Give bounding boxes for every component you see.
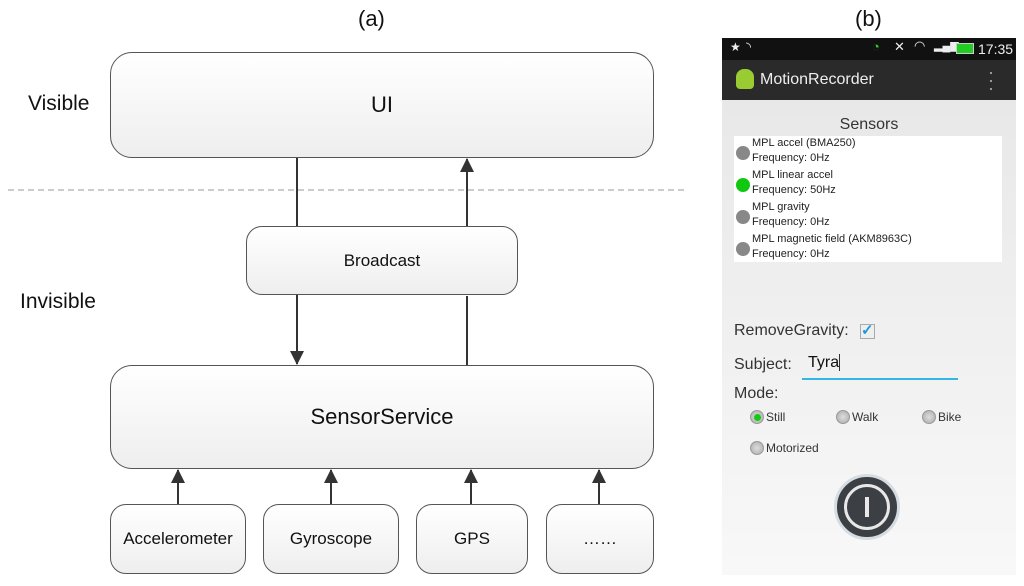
sensor-status-dot	[736, 242, 750, 256]
sensor-name: MPL accel (BMA250)	[752, 136, 1002, 151]
sensor-node: Gyroscope	[263, 504, 399, 574]
sensor-list-item: MPL accel (BMA250)Frequency: 0Hz	[734, 136, 1002, 168]
mode-radio-motorized[interactable]: Motorized	[750, 441, 819, 455]
ui-node-label: UI	[371, 92, 393, 118]
sensor-node-label: Gyroscope	[290, 529, 372, 549]
radio-label: Walk	[852, 410, 878, 424]
sensor-frequency: Frequency: 0Hz	[752, 215, 1002, 230]
wifi-icon: ◠	[914, 38, 925, 54]
sensor-node: GPS	[416, 504, 528, 574]
sensor-node: ……	[546, 504, 654, 574]
sensor-status-dot	[736, 210, 750, 224]
sensor-node: Accelerometer	[110, 504, 246, 574]
sensor-frequency: Frequency: 0Hz	[752, 151, 1002, 166]
radio-icon	[836, 410, 850, 424]
radio-label: Motorized	[766, 441, 819, 455]
mute-icon: ✕	[894, 39, 905, 55]
broadcast-label: Broadcast	[344, 251, 421, 271]
battery-icon	[956, 43, 974, 54]
status-time: 17:35	[978, 41, 1013, 57]
sensor-service-label: SensorService	[310, 404, 453, 430]
star-icon: ★	[730, 40, 741, 54]
sensor-name: MPL gravity	[752, 200, 1002, 215]
subject-label: Subject:	[734, 356, 792, 374]
sensor-name: MPL magnetic field (AKM8963C)	[752, 232, 1002, 247]
mode-radio-still[interactable]: Still	[750, 410, 785, 424]
action-bar: MotionRecorder ···	[722, 60, 1016, 100]
radio-label: Bike	[938, 410, 961, 424]
record-power-button[interactable]	[834, 474, 900, 540]
sensor-list-item: MPL linear accelFrequency: 50Hz	[734, 168, 1002, 200]
sensor-frequency: Frequency: 50Hz	[752, 183, 1002, 198]
signal-broadcast-icon: ◝	[746, 39, 751, 55]
radio-icon	[750, 441, 764, 455]
remove-gravity-label: RemoveGravity:	[734, 322, 849, 340]
sensor-list: MPL accel (BMA250)Frequency: 0HzMPL line…	[734, 136, 1002, 262]
mode-radio-bike[interactable]: Bike	[922, 410, 961, 424]
sensor-node-label: GPS	[454, 529, 490, 549]
sensors-heading: Sensors	[722, 116, 1016, 134]
radio-label: Still	[766, 410, 785, 424]
sync-icon: ◔	[872, 39, 880, 54]
sensor-service-node: SensorService	[110, 365, 654, 469]
power-icon-bar	[865, 497, 869, 517]
app-title: MotionRecorder	[760, 71, 874, 89]
radio-icon	[922, 410, 936, 424]
remove-gravity-checkbox[interactable]: ✓	[860, 324, 875, 339]
radio-icon	[750, 410, 764, 424]
sensor-status-dot	[736, 178, 750, 192]
ui-node: UI	[110, 52, 654, 158]
sensor-status-dot	[736, 146, 750, 160]
mode-radio-walk[interactable]: Walk	[836, 410, 878, 424]
sensor-name: MPL linear accel	[752, 168, 1002, 183]
overflow-menu-icon[interactable]: ···	[988, 68, 994, 92]
mode-label: Mode:	[734, 385, 778, 403]
status-bar: ★ ◝ ◔ ✕ ◠ ▂▄▆ 17:35	[722, 38, 1016, 60]
cell-signal-icon: ▂▄▆	[934, 39, 959, 52]
phone-screen: ★ ◝ ◔ ✕ ◠ ▂▄▆ 17:35 MotionRecorder ··· S…	[722, 38, 1016, 575]
broadcast-node: Broadcast	[246, 226, 518, 295]
sensor-list-item: MPL gravityFrequency: 0Hz	[734, 200, 1002, 232]
sensor-frequency: Frequency: 0Hz	[752, 247, 1002, 262]
sensor-list-item: MPL magnetic field (AKM8963C)Frequency: …	[734, 232, 1002, 264]
sensor-node-label: ……	[583, 529, 617, 549]
subject-input[interactable]: Tyra	[802, 354, 958, 380]
sensor-node-label: Accelerometer	[123, 529, 233, 549]
android-app-icon	[736, 69, 754, 89]
subject-value: Tyra	[808, 354, 840, 371]
